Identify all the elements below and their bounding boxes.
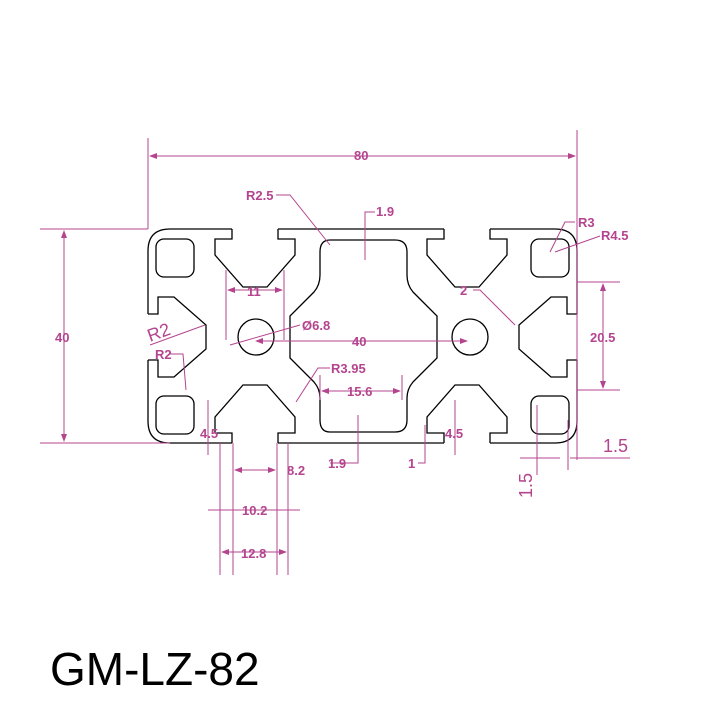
dim-r2-big: R2 (145, 319, 173, 346)
dim-lip-gap: 1 (408, 456, 415, 471)
dim-slot-mid: 10.2 (242, 503, 267, 518)
corner-cavity (155, 238, 195, 278)
dim-slot-width: 12.8 (241, 546, 266, 561)
part-code-title: GM-LZ-82 (50, 643, 260, 695)
corner-cavity (155, 395, 195, 435)
bore-hole (237, 318, 275, 356)
dim-wall-bottom: 1.9 (328, 456, 346, 471)
dimension-labels: 80 40 R2.5 1.9 R3 R4.5 2 20.5 11 Ø6.8 40… (55, 148, 628, 561)
outer-outline (147, 228, 578, 444)
dim-lip-right: 4.5 (445, 426, 463, 441)
corner-cavity (530, 238, 570, 278)
dim-width: 80 (354, 148, 368, 163)
dim-r45: R4.5 (601, 228, 628, 243)
center-cavity (289, 239, 438, 433)
dim-side-wall-h: 1.5 (603, 436, 628, 456)
dim-r3: R3 (578, 215, 595, 230)
dim-center-dist: 40 (352, 334, 366, 349)
dimension-lines (40, 130, 630, 575)
dim-r395: R3.95 (331, 361, 366, 376)
dim-r2-small: R2 (155, 347, 172, 362)
aluminium-profile (147, 228, 578, 444)
dim-height: 40 (55, 330, 69, 345)
dim-lip-left: 4.5 (200, 426, 218, 441)
dim-wall-top: 1.9 (376, 204, 394, 219)
dim-side-wall-v: 1.5 (516, 473, 536, 498)
corner-cavity (530, 395, 570, 435)
dim-web: 2 (460, 283, 467, 298)
dim-bore: Ø6.8 (302, 318, 330, 333)
dim-r-top: R2.5 (246, 188, 273, 203)
dim-slot-open: 8.2 (287, 463, 305, 478)
dim-cavity: 15.6 (347, 384, 372, 399)
dim-core: 11 (247, 284, 261, 299)
dim-slot-span: 20.5 (590, 330, 615, 345)
bore-hole (451, 318, 489, 356)
